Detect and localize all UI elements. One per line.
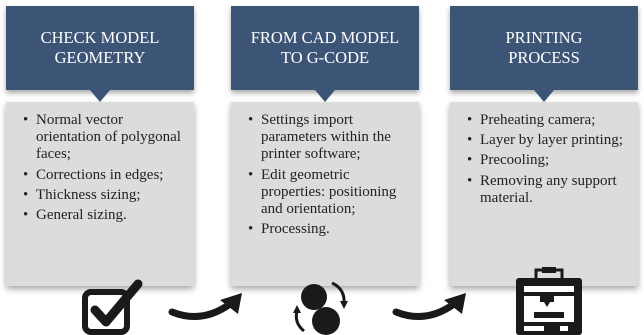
step-2-list: Settings import parameters within the pr… (245, 112, 409, 239)
arrow-right-icon (168, 293, 242, 320)
step-3-list: Preheating camera; Layer by layer printi… (464, 112, 628, 207)
list-item: Settings import parameters within the pr… (248, 112, 409, 164)
list-item: Thickness sizing; (23, 187, 184, 204)
list-item: Layer by layer printing; (467, 132, 628, 149)
list-item: Processing. (248, 221, 409, 238)
step-2-panel: Settings import parameters within the pr… (231, 102, 419, 286)
3d-printer-icon (516, 267, 582, 335)
step-check-model-geometry: CHECK MODEL GEOMETRY Normal vector orien… (6, 6, 194, 286)
list-item: General sizing. (23, 207, 184, 224)
step-2-header: FROM CAD MODEL TO G-CODE (231, 6, 419, 102)
step-2-title-line-2: TO G-CODE (280, 48, 370, 67)
step-printing-process: PRINTING PROCESS Preheating camera; Laye… (450, 6, 638, 286)
list-item: Precooling; (467, 152, 628, 169)
step-cad-to-gcode: FROM CAD MODEL TO G-CODE Settings import… (231, 6, 419, 286)
list-item: Edit geometric properties: positioning a… (248, 167, 409, 219)
step-3-panel: Preheating camera; Layer by layer printi… (450, 102, 638, 286)
processing-cycle-icon (293, 281, 348, 335)
list-item: Removing any support material. (467, 173, 628, 207)
step-1-list: Normal vector orientation of polygonal f… (20, 112, 184, 224)
arrow-right-icon (392, 293, 466, 320)
checkbox-check-icon (82, 279, 143, 335)
list-item: Normal vector orientation of polygonal f… (23, 112, 184, 164)
step-1-title-line-2: GEOMETRY (54, 48, 146, 67)
step-1-title-line-1: CHECK MODEL (40, 28, 160, 47)
list-item: Preheating camera; (467, 112, 628, 129)
step-1-panel: Normal vector orientation of polygonal f… (6, 102, 194, 286)
step-3-title-line-1: PRINTING (505, 28, 583, 47)
step-3-header: PRINTING PROCESS (450, 6, 638, 102)
step-1-header: CHECK MODEL GEOMETRY (6, 6, 194, 102)
list-item: Corrections in edges; (23, 167, 184, 184)
step-2-title-line-1: FROM CAD MODEL (250, 28, 400, 47)
step-3-title-line-2: PROCESS (508, 48, 580, 67)
